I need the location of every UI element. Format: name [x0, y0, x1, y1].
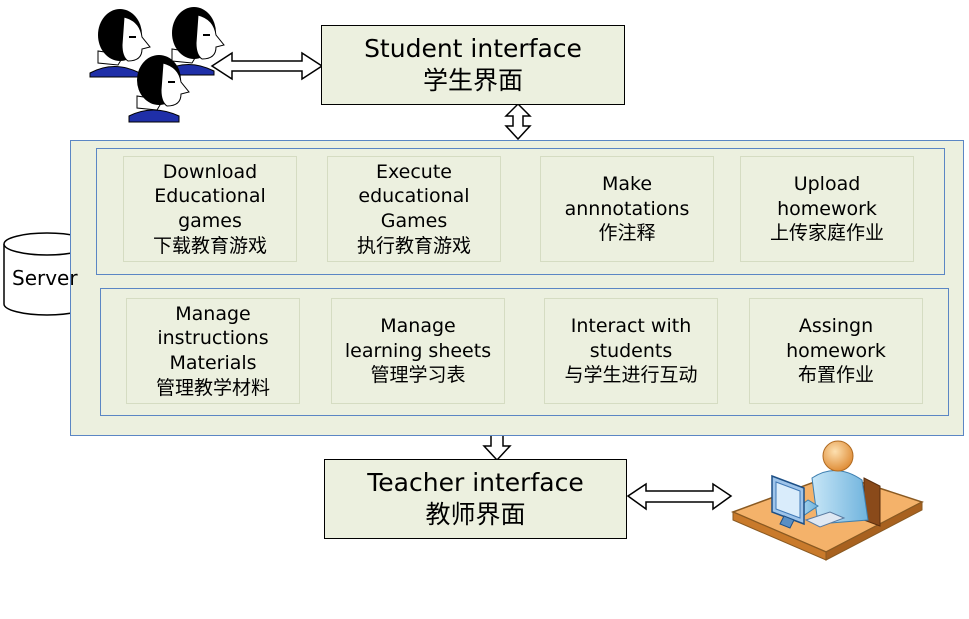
- server-label: Server: [12, 266, 78, 290]
- student-interface-title-zh: 学生界面: [422, 66, 523, 95]
- students-group-icon: [89, 7, 225, 123]
- student-task-line: educational: [358, 185, 470, 208]
- student-task-line: homework: [777, 197, 877, 220]
- student-task-line: Games: [380, 210, 448, 232]
- student-server-arrow: [504, 102, 532, 141]
- student-functions-group: [96, 148, 945, 275]
- teacher-task-line: Manage: [175, 302, 251, 325]
- teacher-task-line: instructions: [157, 327, 269, 350]
- teacher-at-computer-icon: [730, 440, 924, 561]
- database-cylinder-icon: [3, 232, 91, 316]
- student-task-line: games: [178, 210, 242, 232]
- teacher-task-line: learning sheets: [344, 339, 492, 362]
- student-task-line: Educational: [154, 185, 266, 208]
- student-interface-title: Student interface: [364, 34, 582, 63]
- teacher-functions-group: [100, 288, 949, 416]
- teacher-task-line: 与学生进行互动: [564, 364, 698, 387]
- student-interface-box: Student interface 学生界面: [321, 25, 625, 105]
- teacher-task-line: students: [589, 339, 673, 362]
- student-task-line: 作注释: [598, 222, 656, 245]
- student-task-line: Download: [162, 160, 258, 183]
- student-task-line: Upload: [793, 172, 861, 195]
- student-task-line: annnotations: [564, 197, 690, 220]
- student-task-line: 上传家庭作业: [769, 222, 884, 245]
- students-to-interface-arrow: [210, 51, 324, 81]
- teacher-interface-box: Teacher interface 教师界面: [324, 459, 627, 539]
- teacher-task-line: Assingn: [798, 314, 874, 337]
- teacher-interface-title-zh: 教师界面: [425, 500, 526, 529]
- student-task-line: 执行教育游戏: [356, 234, 471, 257]
- teacher-task-line: Manage: [380, 314, 456, 337]
- student-task-line: Execute: [376, 160, 452, 183]
- student-task-line: 下载教育游戏: [152, 234, 267, 257]
- teacher-task-line: homework: [786, 339, 886, 362]
- teacher-to-interface-arrow: [626, 482, 733, 511]
- student-task-line: Make: [601, 172, 653, 195]
- teacher-interface-title: Teacher interface: [367, 468, 584, 497]
- teacher-task-line: Materials: [169, 352, 257, 374]
- teacher-task-line: Interact with: [570, 314, 692, 337]
- teacher-task-line: 管理学习表: [370, 364, 466, 387]
- teacher-task-line: 布置作业: [797, 364, 874, 387]
- teacher-task-line: 管理教学材料: [155, 376, 270, 399]
